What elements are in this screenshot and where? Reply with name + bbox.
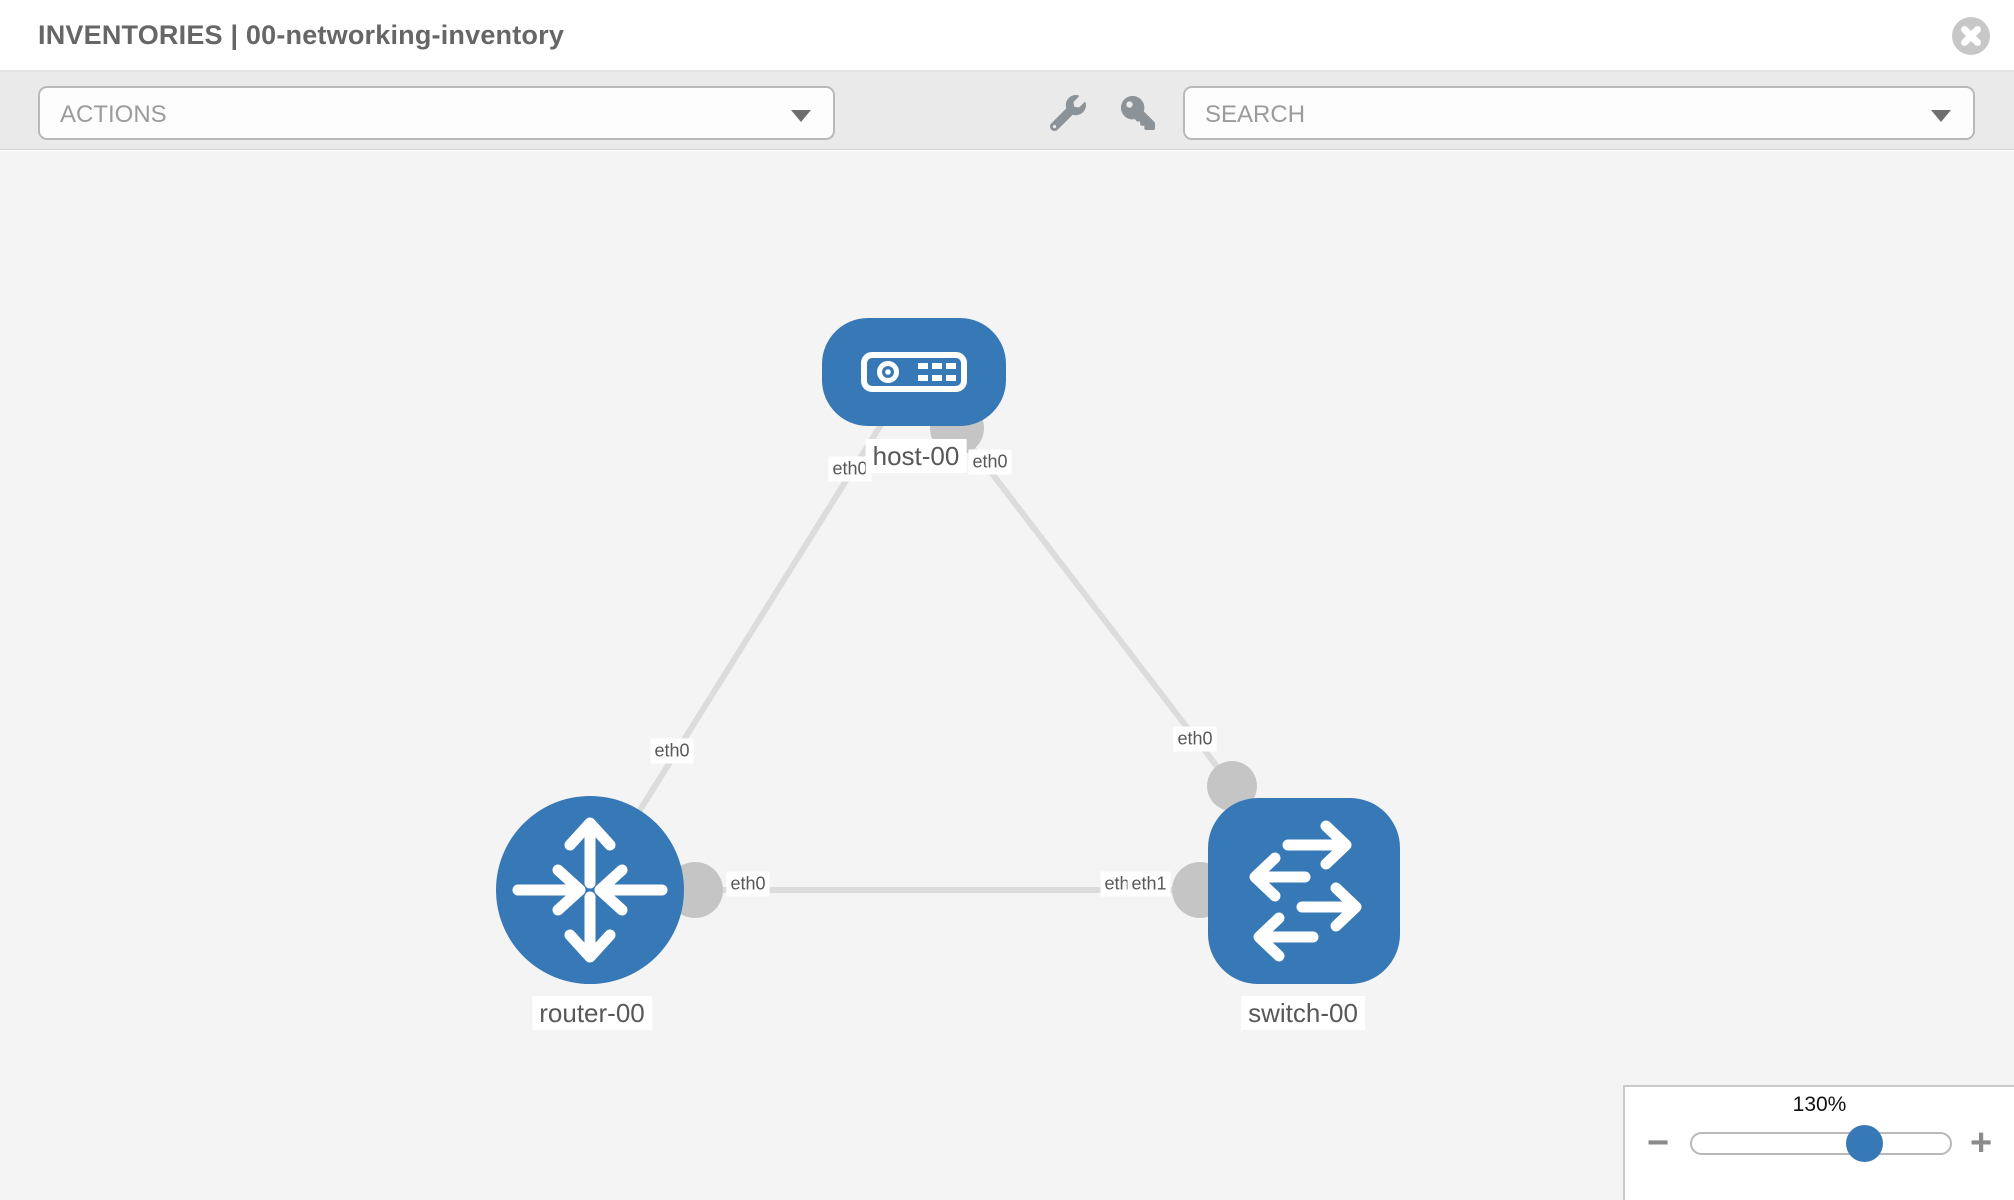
- credentials-button[interactable]: [1118, 94, 1158, 134]
- iface-label: eth0: [828, 456, 872, 482]
- iface-label: eth1: [1127, 871, 1171, 897]
- topology-node-router[interactable]: [496, 796, 684, 984]
- switch-arrows-icon: [1249, 820, 1362, 962]
- search-dropdown[interactable]: SEARCH: [1183, 86, 1975, 140]
- zoom-panel: 130% − +: [1623, 1085, 2014, 1200]
- zoom-in-button[interactable]: +: [1970, 1122, 1993, 1164]
- search-placeholder: SEARCH: [1205, 101, 1306, 128]
- zoom-level-label: 130%: [1792, 1093, 1847, 1116]
- header: INVENTORIES | 00-networking-inventory: [0, 0, 2014, 72]
- iface-label: eth0: [968, 449, 1012, 475]
- caret-down-icon: [1931, 110, 1951, 122]
- close-button[interactable]: [1952, 17, 1990, 55]
- actions-dropdown-label: ACTIONS: [60, 101, 167, 128]
- actions-dropdown[interactable]: ACTIONS: [38, 86, 835, 140]
- zoom-out-button[interactable]: −: [1647, 1122, 1670, 1164]
- node-label-switch: switch-00: [1241, 996, 1365, 1030]
- iface-label: eth0: [650, 738, 694, 764]
- node-label-router: router-00: [532, 996, 652, 1030]
- key-icon: [1121, 95, 1155, 130]
- node-label-host: host-00: [865, 439, 967, 473]
- host-device-icon: [861, 352, 967, 392]
- topology-canvas[interactable]: eth0 eth0 eth0 eth0 eth0 eth0 eth1 host-…: [0, 151, 2014, 1200]
- zoom-slider-track[interactable]: [1690, 1132, 1952, 1155]
- zoom-slider-thumb[interactable]: [1846, 1125, 1883, 1162]
- iface-label: eth0: [1173, 726, 1217, 752]
- topology-node-switch[interactable]: [1208, 798, 1400, 984]
- wrench-icon: [1049, 94, 1086, 131]
- page-title: INVENTORIES | 00-networking-inventory: [38, 20, 565, 50]
- iface-label: eth0: [726, 871, 770, 897]
- caret-down-icon: [791, 110, 811, 122]
- topology-graph: [496, 318, 1400, 984]
- router-arrows-icon: [512, 817, 668, 963]
- topology-node-host[interactable]: [822, 318, 1006, 426]
- interface-circle-switch-top: [1207, 761, 1257, 811]
- adjust-links-button[interactable]: [1048, 94, 1088, 134]
- close-icon: [1961, 26, 1981, 46]
- toolbar: ACTIONS SEARCH: [0, 72, 2014, 150]
